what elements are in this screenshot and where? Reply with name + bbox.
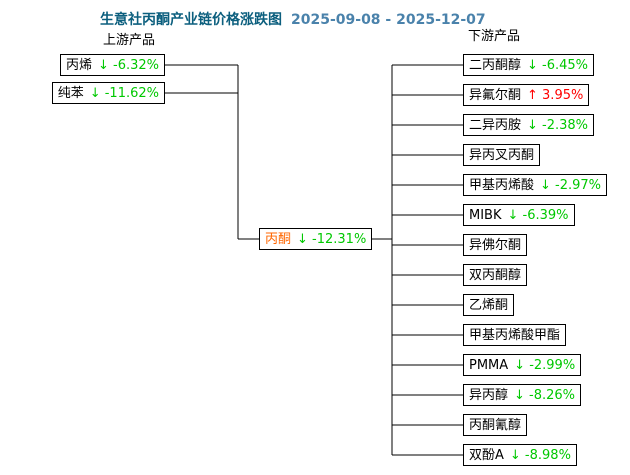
downstream-node[interactable]: 甲基丙烯酸甲酯 bbox=[463, 324, 567, 346]
change-value: ↓ -2.97% bbox=[540, 178, 602, 193]
product-name: 丙酮氰醇 bbox=[469, 418, 522, 433]
downstream-node[interactable]: 丙酮氰醇 bbox=[463, 414, 528, 436]
downstream-node[interactable]: 二异丙胺 ↓ -2.38% bbox=[463, 114, 595, 136]
title-text: 生意社丙酮产业链价格涨跌图 bbox=[100, 12, 282, 28]
title-date-range: 2025-09-08 - 2025-12-07 bbox=[291, 12, 486, 28]
downstream-node[interactable]: 双丙酮醇 bbox=[463, 264, 528, 286]
change-value: ↓ -6.32% bbox=[97, 58, 159, 73]
change-value: ↓ -2.99% bbox=[514, 358, 576, 373]
product-name: 丙烯 bbox=[65, 58, 92, 73]
downstream-node[interactable]: 甲基丙烯酸 ↓ -2.97% bbox=[463, 174, 608, 196]
product-name: 二丙酮醇 bbox=[469, 58, 522, 73]
downstream-node[interactable]: 异氟尔酮 ↑ 3.95% bbox=[463, 84, 590, 106]
product-name: 异丙醇 bbox=[469, 388, 509, 403]
downstream-node[interactable]: 二丙酮醇 ↓ -6.45% bbox=[463, 54, 595, 76]
change-value: ↓ -8.26% bbox=[514, 388, 576, 403]
upstream-node-propylene[interactable]: 丙烯 ↓ -6.32% bbox=[59, 54, 165, 76]
product-name: 二异丙胺 bbox=[469, 118, 522, 133]
downstream-column-label: 下游产品 bbox=[468, 29, 521, 44]
downstream-node[interactable]: 双酚A ↓ -8.98% bbox=[463, 444, 577, 466]
change-value: ↑ 3.95% bbox=[527, 88, 584, 103]
product-name: PMMA bbox=[469, 358, 509, 373]
change-value: ↓ -6.39% bbox=[507, 208, 569, 223]
downstream-node[interactable]: MIBK ↓ -6.39% bbox=[463, 204, 575, 226]
upstream-column-label: 上游产品 bbox=[103, 33, 156, 48]
center-node-acetone[interactable]: 丙酮 ↓ -12.31% bbox=[259, 228, 373, 250]
page-title: 生意社丙酮产业链价格涨跌图 2025-09-08 - 2025-12-07 bbox=[100, 9, 486, 29]
downstream-node[interactable]: PMMA ↓ -2.99% bbox=[463, 354, 582, 376]
product-name: 异佛尔酮 bbox=[469, 238, 522, 253]
downstream-node[interactable]: 异丙醇 ↓ -8.26% bbox=[463, 384, 582, 406]
product-name: 双酚A bbox=[469, 448, 504, 463]
change-value: ↓ -11.62% bbox=[89, 86, 159, 101]
change-value: ↓ -2.38% bbox=[527, 118, 589, 133]
product-name: 双丙酮醇 bbox=[469, 268, 522, 283]
change-value: ↓ -8.98% bbox=[509, 448, 571, 463]
change-value: ↓ -6.45% bbox=[527, 58, 589, 73]
product-name: 甲基丙烯酸 bbox=[469, 178, 535, 193]
downstream-node[interactable]: 异佛尔酮 bbox=[463, 234, 528, 256]
product-name: 异丙叉丙酮 bbox=[469, 148, 535, 163]
change-value: ↓ -12.31% bbox=[297, 232, 367, 247]
product-name: 纯苯 bbox=[57, 86, 84, 101]
product-name: 乙烯酮 bbox=[469, 298, 509, 313]
downstream-node[interactable]: 乙烯酮 bbox=[463, 294, 515, 316]
upstream-node-pure-benzene[interactable]: 纯苯 ↓ -11.62% bbox=[51, 82, 165, 104]
product-name: MIBK bbox=[469, 208, 502, 223]
product-name: 丙酮 bbox=[265, 232, 292, 247]
product-name: 异氟尔酮 bbox=[469, 88, 522, 103]
downstream-node[interactable]: 异丙叉丙酮 bbox=[463, 144, 541, 166]
product-name: 甲基丙烯酸甲酯 bbox=[469, 328, 561, 343]
